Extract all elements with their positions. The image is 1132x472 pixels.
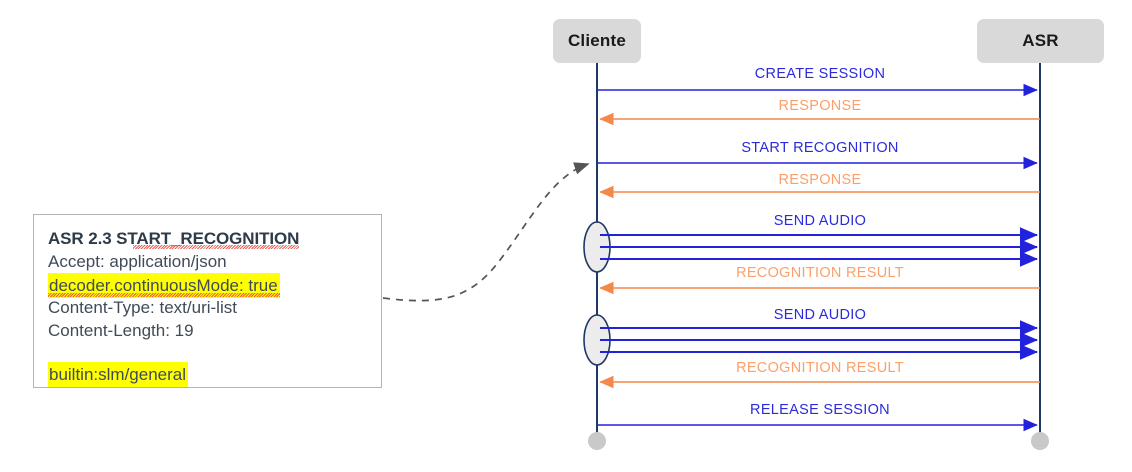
note-box-start-recognition[interactable]: ASR 2.3 START_RECOGNITION Accept: applic… xyxy=(33,214,382,388)
terminator-cliente xyxy=(588,432,606,450)
terminator-asr xyxy=(1031,432,1049,450)
message-label-create-session: CREATE SESSION xyxy=(754,66,886,82)
note-line-accept: Accept: application/json xyxy=(48,252,227,271)
message-arrow-send-audio-2 xyxy=(600,320,1038,360)
message-label-response-2: RESPONSE xyxy=(778,172,862,188)
note-connector-arrow xyxy=(382,162,590,302)
message-label-response-1: RESPONSE xyxy=(778,98,862,114)
actor-header-cliente[interactable]: Cliente xyxy=(553,19,641,63)
actor-label-cliente: Cliente xyxy=(567,31,627,50)
actor-header-asr[interactable]: ASR xyxy=(977,19,1104,63)
message-label-recognition-result-1: RECOGNITION RESULT xyxy=(736,265,904,281)
note-spacer xyxy=(48,342,381,362)
message-label-recognition-result-2: RECOGNITION RESULT xyxy=(736,360,904,376)
actor-label-asr: ASR xyxy=(1022,31,1059,50)
message-label-send-audio-1: SEND AUDIO xyxy=(773,213,867,229)
note-title: ASR 2.3 START_RECOGNITION xyxy=(48,229,300,249)
note-line-content-type: Content-Type: text/uri-list xyxy=(48,298,237,317)
message-arrow-send-audio-1 xyxy=(600,227,1038,267)
message-label-start-recognition: START RECOGNITION xyxy=(741,140,899,156)
note-body-uri: builtin:slm/general xyxy=(48,362,189,387)
message-label-release-session: RELEASE SESSION xyxy=(750,402,890,418)
message-label-send-audio-2: SEND AUDIO xyxy=(773,307,867,323)
note-line-continuous-mode: decoder.continuousMode: true xyxy=(48,273,280,298)
note-line-content-length: Content-Length: 19 xyxy=(48,321,194,340)
